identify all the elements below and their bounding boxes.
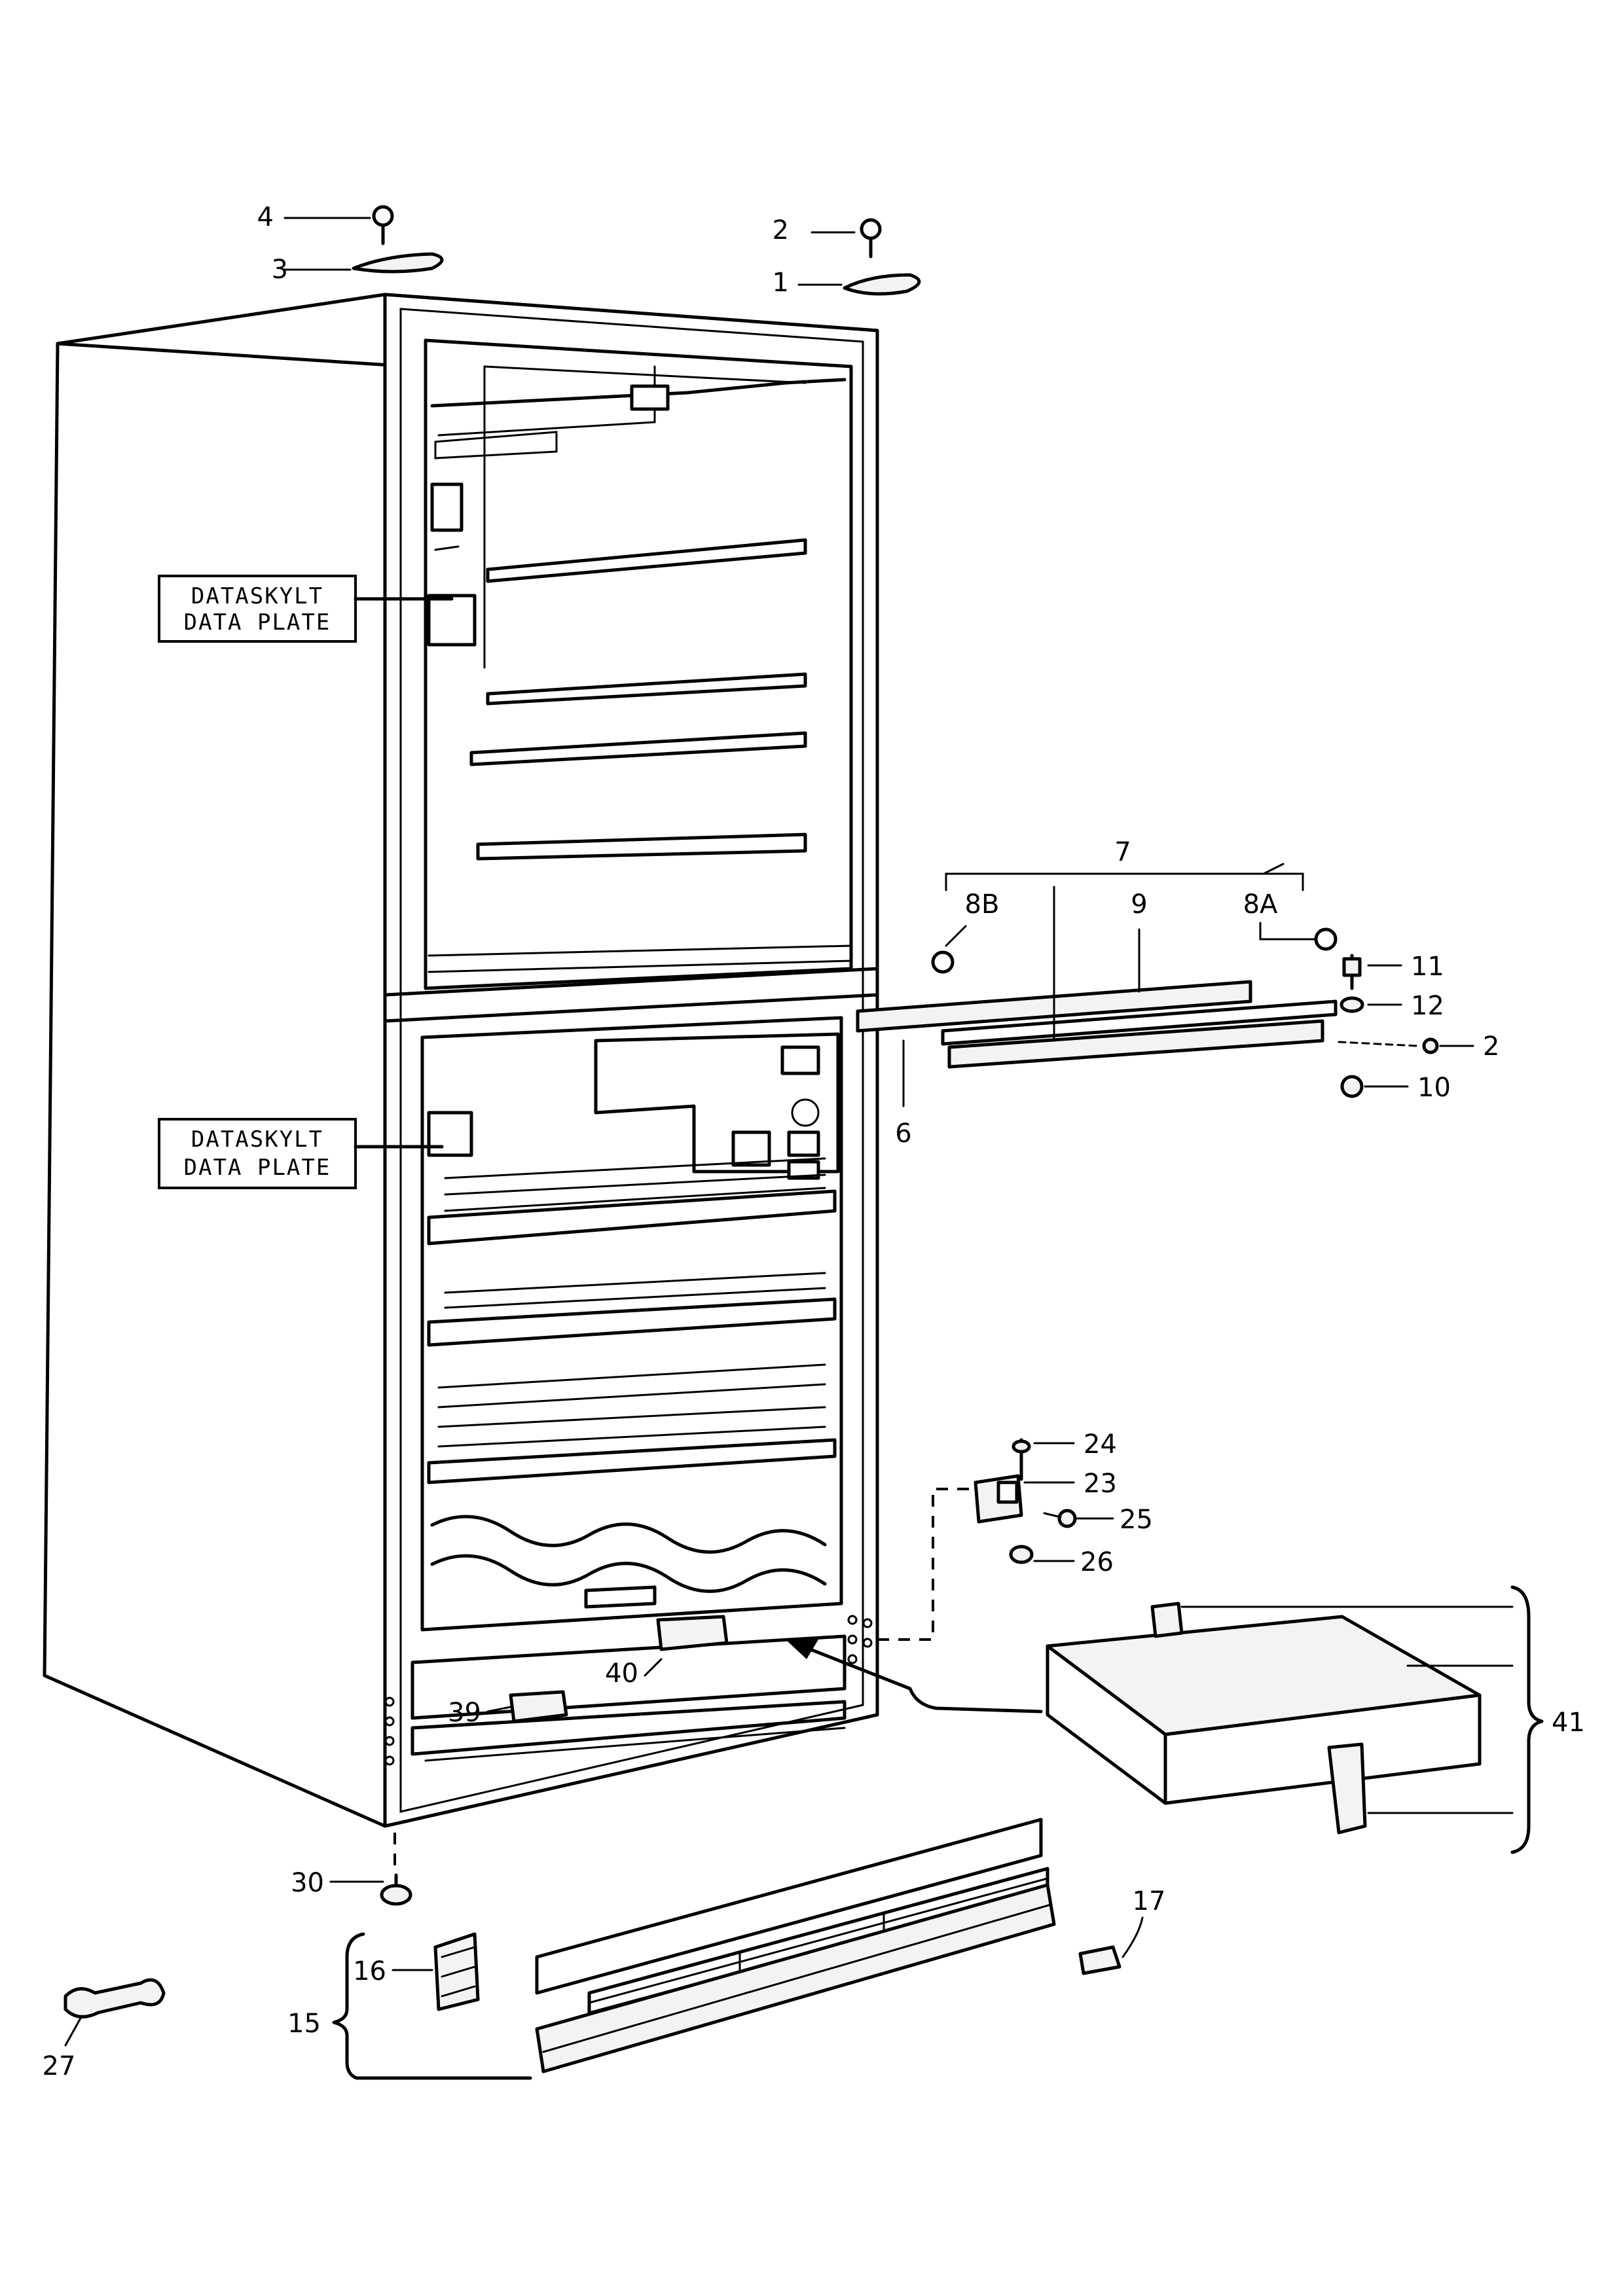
part-8a-screw — [1314, 927, 1338, 951]
callout-39: 39 — [448, 1698, 481, 1728]
callout-16: 16 — [353, 1956, 386, 1986]
levelling-foot — [329, 1833, 412, 1906]
callout-8a: 8A — [1243, 889, 1278, 920]
callout-2: 2 — [773, 215, 789, 245]
wire-shelf-upper — [427, 1157, 837, 1246]
callout-10: 10 — [1417, 1073, 1451, 1103]
grille-back — [535, 1818, 1043, 1995]
callout-26: 26 — [1080, 1547, 1114, 1577]
callout-30: 30 — [291, 1868, 324, 1898]
callout-9: 9 — [1131, 889, 1147, 920]
bottom-hinge — [877, 1438, 1114, 1641]
bottom-compartment — [384, 1615, 873, 1766]
callout-27: 27 — [43, 2051, 76, 2081]
middle-hinge-hardware — [1338, 954, 1474, 1098]
callout-15: 15 — [287, 2009, 321, 2039]
callout-24: 24 — [1084, 1429, 1117, 1460]
kick-plate — [332, 1818, 1144, 2080]
drawer-side — [1163, 1693, 1482, 1805]
part-39-slider — [509, 1690, 568, 1723]
callout-4: 4 — [257, 202, 274, 232]
callout-1: 1 — [773, 268, 789, 298]
callout-12: 12 — [1411, 991, 1444, 1021]
callout-25: 25 — [1120, 1505, 1153, 1535]
part-1-hinge-plate — [843, 273, 921, 296]
freezer-compartment — [424, 338, 853, 990]
data-plate-lower-line1: DATASKYLT — [191, 1126, 323, 1153]
middle-hinge-assembly — [856, 863, 1338, 1107]
callout-41: 41 — [1552, 1708, 1585, 1738]
left-top-hinge — [283, 205, 444, 274]
callout-3: 3 — [272, 255, 288, 285]
data-plate-upper: DATASKYLT DATA PLATE — [158, 575, 454, 643]
part-2-screw — [860, 218, 882, 240]
callout-labels: 4 3 2 1 7 8B 9 8A 11 12 2 10 6 24 23 25 … — [43, 202, 1585, 2081]
right-top-hinge — [797, 218, 921, 296]
fresh-food-compartment — [420, 1016, 843, 1632]
callout-40: 40 — [605, 1659, 638, 1689]
wire-shelf-lower — [427, 1363, 837, 1484]
part-3-hinge-plate — [352, 252, 444, 274]
part-40-slider — [656, 1615, 729, 1651]
callout-11: 11 — [1411, 952, 1444, 982]
callout-17: 17 — [1133, 1886, 1166, 1916]
part-17-screw — [1078, 1945, 1122, 1975]
callout-8b: 8B — [965, 889, 1000, 920]
drawer-assembly — [786, 1585, 1544, 1854]
callout-23: 23 — [1084, 1469, 1117, 1499]
data-plate-upper-line2: DATA PLATE — [184, 609, 331, 636]
mullion — [383, 967, 879, 1023]
data-plate-lower-line2: DATA PLATE — [184, 1155, 331, 1181]
wrench — [64, 1978, 166, 2047]
part-8b-screw — [931, 950, 955, 974]
data-plate-lower: DATASKYLT DATA PLATE — [158, 1118, 444, 1189]
back-coil — [430, 1515, 827, 1593]
callout-2-middle: 2 — [1483, 1031, 1499, 1062]
data-plate-upper-line1: DATASKYLT — [191, 583, 323, 609]
callout-7: 7 — [1114, 837, 1131, 867]
part-4-screw — [372, 205, 394, 227]
wire-shelf-middle — [427, 1272, 837, 1347]
callout-6: 6 — [895, 1119, 911, 1149]
